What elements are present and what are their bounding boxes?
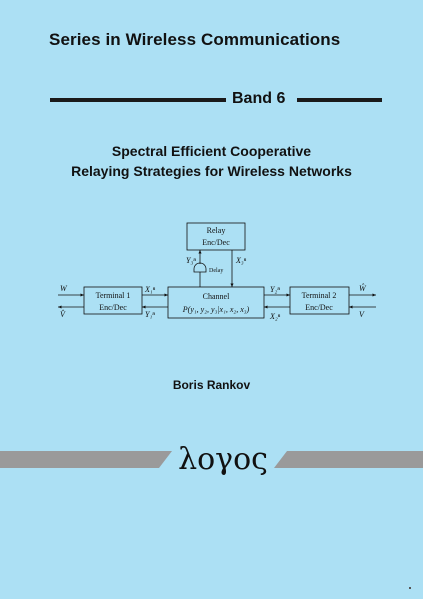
book-title-line-1: Spectral Efficient Cooperative bbox=[111, 143, 312, 159]
label-y2: Y₂ⁿ bbox=[270, 285, 280, 294]
label-v-in: V bbox=[359, 310, 365, 319]
author-name: Boris Rankov bbox=[172, 378, 251, 392]
channel-label: Channel bbox=[203, 292, 230, 301]
corner-mark bbox=[409, 587, 411, 589]
label-w-out: Ŵ bbox=[359, 283, 367, 293]
publisher-band-left bbox=[0, 451, 172, 468]
terminal-2-box bbox=[289, 286, 350, 315]
relay-label: Relay bbox=[207, 226, 226, 235]
terminal-1-label: Terminal 1 bbox=[96, 291, 131, 300]
delay-icon bbox=[193, 262, 207, 273]
terminal-1-sub-label: Enc/Dec bbox=[99, 303, 127, 312]
band-rule-right bbox=[297, 98, 382, 102]
label-x1: X₁ⁿ bbox=[144, 285, 156, 294]
channel-formula: P(y₁, y₂, y₃|x₁, x₂, x₃) bbox=[182, 305, 250, 314]
relay-sub-label: Enc/Dec bbox=[202, 238, 230, 247]
book-title-line-2: Relaying Strategies for Wireless Network… bbox=[71, 163, 352, 179]
label-v-out: V̂ bbox=[60, 309, 66, 319]
relay-box bbox=[186, 222, 246, 251]
band-rule-left bbox=[50, 98, 226, 102]
label-x3: X₃ⁿ bbox=[235, 256, 247, 265]
band-number: Band 6 bbox=[232, 90, 286, 107]
series-title: Series in Wireless Communications bbox=[49, 30, 341, 49]
terminal-2-label: Terminal 2 bbox=[302, 291, 337, 300]
delay-label: Delay bbox=[209, 268, 223, 274]
publisher-band-right bbox=[274, 451, 423, 468]
terminal-2-sub-label: Enc/Dec bbox=[305, 303, 333, 312]
terminal-1-box bbox=[83, 286, 143, 315]
channel-box bbox=[167, 286, 265, 319]
label-w-in: W bbox=[60, 284, 68, 293]
label-y1: Y₁ⁿ bbox=[145, 310, 155, 319]
label-y3: Y₃ⁿ bbox=[186, 256, 196, 265]
label-x2: X₂ⁿ bbox=[269, 312, 281, 321]
publisher-logo: λογος bbox=[178, 442, 268, 477]
